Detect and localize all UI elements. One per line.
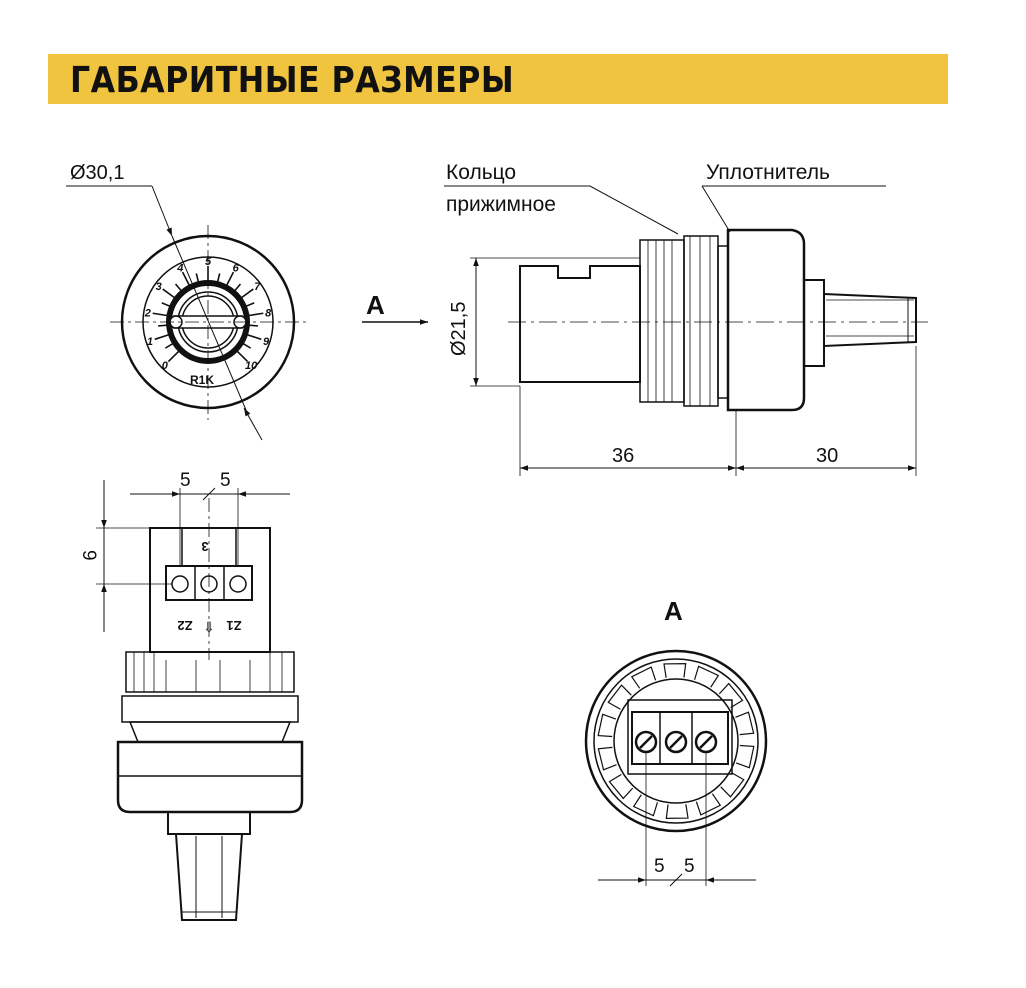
view-a-tooth bbox=[607, 684, 632, 710]
view-a-tooth bbox=[735, 744, 755, 769]
dial-number: 4 bbox=[176, 263, 183, 275]
view-a-tooth bbox=[718, 682, 744, 709]
ring-label-line1: Кольцо bbox=[446, 161, 516, 184]
terminal-z1-label: Z1 bbox=[226, 618, 241, 633]
dial-tick bbox=[162, 288, 177, 300]
seal-label: Уплотнитель bbox=[706, 161, 830, 184]
view-a-tooth bbox=[597, 746, 617, 771]
front-view bbox=[66, 185, 306, 441]
model-label: R1K bbox=[190, 373, 214, 387]
view-a-tooth bbox=[665, 804, 689, 820]
bottom-pitch-right: 5 bbox=[220, 470, 231, 491]
view-a bbox=[584, 649, 768, 887]
view-a-tooth bbox=[735, 711, 755, 736]
dial-number: 5 bbox=[205, 256, 212, 268]
dial-number: 2 bbox=[144, 307, 151, 319]
dial-tick bbox=[181, 271, 191, 287]
shaft-length-label: 30 bbox=[816, 445, 838, 467]
bottom-height-label: 9 bbox=[78, 550, 99, 561]
view-a-tooth bbox=[597, 713, 617, 738]
view-a-teeth bbox=[597, 662, 755, 820]
view-a-tooth bbox=[663, 662, 687, 678]
view-a-pitch-left: 5 bbox=[654, 856, 665, 877]
dial-labels: 01 2 3 4 5 6 7 8 9 10 bbox=[144, 256, 272, 372]
view-a-title: A bbox=[664, 596, 683, 626]
terminal-z2-label: Z2 bbox=[177, 618, 192, 633]
side-diameter-label: Ø21,5 bbox=[448, 302, 470, 356]
dial-number: 9 bbox=[263, 336, 270, 348]
dial-number: 10 bbox=[245, 360, 258, 372]
dial-number: 8 bbox=[265, 307, 272, 319]
side-view bbox=[362, 185, 928, 476]
view-a-tooth bbox=[630, 666, 657, 689]
dial-tick bbox=[235, 349, 249, 363]
dial-tick bbox=[245, 333, 262, 341]
ring-label-line2: прижимное bbox=[446, 193, 556, 216]
view-a-tooth bbox=[632, 794, 659, 817]
terminal-arrow-icon: ⇩ bbox=[203, 619, 215, 635]
dial-number: 3 bbox=[156, 281, 162, 293]
view-a-tooth bbox=[695, 793, 722, 816]
page-title: ГАБАРИТНЫЕ РАЗМЕРЫ bbox=[70, 60, 515, 101]
view-a-tooth bbox=[720, 772, 745, 798]
view-a-tooth bbox=[693, 665, 720, 688]
dial-number: 7 bbox=[254, 281, 261, 293]
view-a-tooth bbox=[608, 773, 634, 800]
dial-tick bbox=[154, 333, 171, 341]
dial-tick bbox=[167, 349, 181, 363]
body-length-label: 36 bbox=[612, 445, 634, 467]
dial-number: 0 bbox=[162, 360, 169, 372]
dial-number: 1 bbox=[147, 336, 153, 348]
bottom-pitch-left: 5 bbox=[180, 470, 191, 491]
dial-tick bbox=[247, 312, 264, 317]
bottom-view bbox=[96, 480, 304, 921]
view-a-pitch-right: 5 bbox=[684, 856, 695, 877]
dial-number: 6 bbox=[233, 263, 240, 275]
view-a-arrow-label: A bbox=[366, 290, 385, 320]
dial-tick bbox=[152, 312, 169, 317]
dial-tick bbox=[225, 271, 235, 287]
terminal-3-label: 3 bbox=[201, 539, 208, 554]
dial-tick bbox=[239, 288, 254, 300]
title-banner: ГАБАРИТНЫЕ РАЗМЕРЫ bbox=[48, 54, 948, 104]
front-diameter-label: Ø30,1 bbox=[70, 162, 124, 184]
